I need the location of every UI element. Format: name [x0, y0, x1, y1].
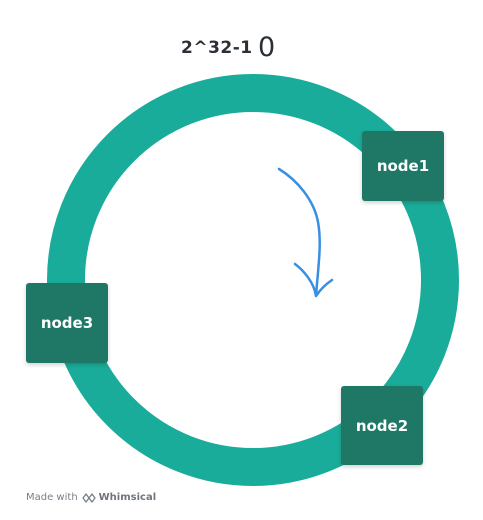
whimsical-logo-icon [82, 492, 96, 503]
made-with-whimsical-badge[interactable]: Made with Whimsical [26, 492, 156, 503]
node1-label: node1 [376, 157, 430, 175]
ring-max-label: 2^32-1 [181, 38, 253, 58]
node1-box: node1 [362, 131, 444, 201]
hash-ring [47, 74, 459, 486]
node3-box: node3 [26, 283, 108, 363]
clockwise-direction-arrow [277, 167, 334, 298]
node3-label: node3 [40, 314, 94, 332]
node2-label: node2 [355, 416, 409, 435]
whimsical-brand-label: Whimsical [98, 492, 157, 503]
made-with-label: Made with [26, 492, 78, 503]
node2-box: node2 [341, 386, 423, 465]
ring-zero-label: 0 [258, 32, 276, 63]
